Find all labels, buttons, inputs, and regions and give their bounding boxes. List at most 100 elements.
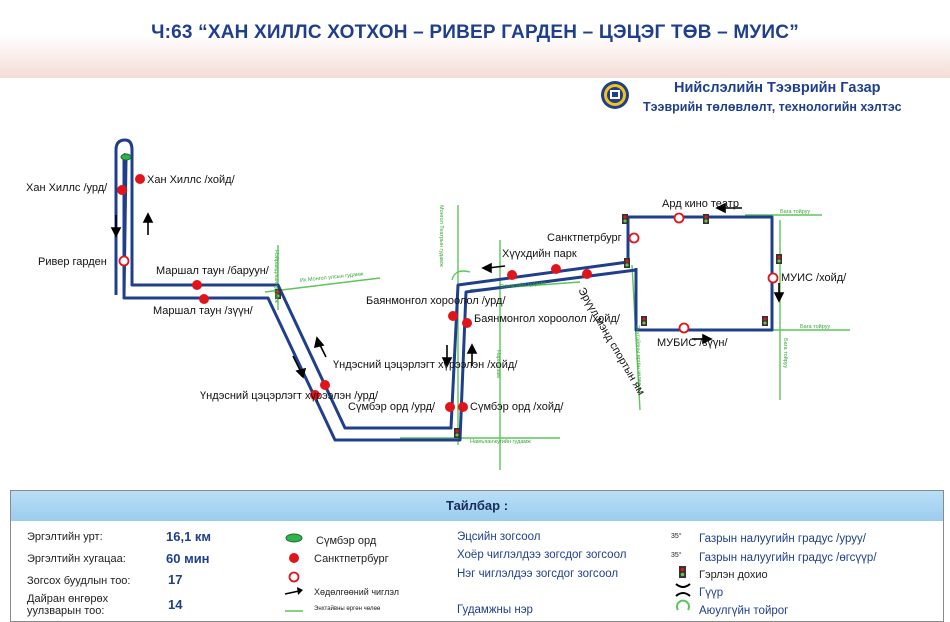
traffic-light-icon <box>762 316 768 326</box>
stat-value: 17 <box>168 572 183 587</box>
street-label: Энхтайвны өргөн чөлөө <box>634 325 643 386</box>
traffic-light-icon <box>703 214 709 224</box>
org-department: Тээврийн төлөвлөлт, технологийн хэлтэс <box>643 100 902 114</box>
street-labels: Нэйрамдлын гудамж Их Монгол улсын гудамж… <box>273 205 830 445</box>
stop-label: Сүмбэр орд /урд/ <box>348 401 436 413</box>
legend-bridge: Гүүр <box>699 587 724 599</box>
route-line-outer <box>114 138 774 430</box>
street-line <box>631 264 641 411</box>
traffic-lights <box>275 214 782 438</box>
stop-khan-hills-north <box>135 174 145 184</box>
stop-label: Маршал таун /зүүн/ <box>153 305 254 317</box>
arrow-down-icon <box>292 355 307 379</box>
traffic-light-icon <box>624 258 630 268</box>
page-title: Ч:63 “ХАН ХИЛЛС ХОТХОН – РИВЕР ГАРДЕН – … <box>151 22 799 43</box>
bridge-icon <box>675 583 691 597</box>
terminal-icon <box>285 533 303 543</box>
stop-bayanmongol-south <box>448 311 458 321</box>
stop-health-sports <box>582 269 592 279</box>
stop-national-park-north <box>320 380 330 390</box>
stop-bayanmongol-north <box>462 318 472 328</box>
stop-label: Хан Хиллс /урд/ <box>26 182 108 194</box>
stop-label: МУБИС /зүүн/ <box>657 337 728 349</box>
stop-label: Үндэсний цэцэрлэгт хүрээлэн /хойд/ <box>333 359 518 371</box>
legend-slope-down: Газрын налуугийн градус /өгсүүр/ <box>699 552 877 564</box>
stop-national-park-south <box>310 390 320 400</box>
stop-hollow-icon <box>288 571 300 583</box>
stop-ard-cinema <box>673 212 685 224</box>
terminal-icon <box>120 153 132 161</box>
traffic-light-icon <box>454 428 460 438</box>
stop-label: Баянмонгол хороолол /хойд/ <box>474 313 621 325</box>
org-name: Нийслэлийн Тээврийн Газар <box>674 80 881 96</box>
stop-filled-icon <box>289 553 299 563</box>
slope-down-icon: 35° <box>671 552 682 559</box>
street-label: Бага тойруу <box>800 323 830 330</box>
roundabout-icon <box>676 599 690 611</box>
stat-label: Эргэлтийн хугацаа: <box>27 553 126 565</box>
stop-labels: Хан Хиллс /урд/ Хан Хиллс /хойд/ Ривер г… <box>26 174 847 413</box>
arrow-up-icon <box>466 343 478 366</box>
header-band <box>0 0 950 78</box>
direction-arrow-icon <box>284 587 303 595</box>
stop-label: Маршал таун /баруун/ <box>156 265 270 277</box>
legend-roundabout: Аюулгүйн тойрог <box>699 605 789 617</box>
stop-mubis-east <box>678 322 690 334</box>
street-label: Монгол Театрын гудамж <box>438 205 444 267</box>
stat-value: 14 <box>168 597 183 612</box>
stat-label: Дайран өнгөрөх уулзварын тоо: <box>27 593 109 617</box>
stat-label: Эргэлтийн урт: <box>27 531 103 543</box>
stop-label: Санктпетрбург <box>547 232 622 244</box>
stop-label: Сүмбэр орд /хойд/ <box>470 401 564 413</box>
traffic-light-icon <box>275 289 281 299</box>
street-line <box>451 270 471 281</box>
stat-value: 16,1 км <box>166 529 212 544</box>
traffic-light-icon <box>679 566 686 578</box>
route-map: Хан Хиллс /урд/ Хан Хиллс /хойд/ Ривер г… <box>26 138 850 470</box>
stat-label: Зогсох буудлын тоо: <box>27 575 131 587</box>
street-label: Бага тойруу <box>782 338 789 368</box>
stop-label: Үндэсний цэцэрлэгт хүрээлэн /урд/ <box>200 390 379 402</box>
street-label: Нэйрамдлын гудамж <box>273 250 280 303</box>
legend-two-way-stop: Хоёр чиглэлдээ зогсдог зогсоол <box>457 549 627 561</box>
stop-label: МУИС /хойд/ <box>781 272 847 284</box>
legend-panel: Тайлбар : Эргэлтийн урт: 16,1 км Эргэлти… <box>10 490 944 622</box>
legend-direction: Хөдөлгөөний чиглэл <box>314 587 400 597</box>
stop-marshal-town-east <box>199 294 209 304</box>
stop-label: Хан Хиллс /хойд/ <box>147 174 236 186</box>
traffic-light-icon <box>776 254 782 264</box>
arrow-down-icon <box>441 345 453 368</box>
stop-marshal-town-west <box>192 280 202 290</box>
direction-arrows <box>110 202 785 379</box>
street-label: Олимпийн гудамж <box>500 280 547 290</box>
street-label: Их Монгол улсын гудамж <box>300 271 365 284</box>
legend-slope-up: Газрын налуугийн градус /уруу/ <box>699 533 866 545</box>
bus-stops <box>117 174 779 412</box>
stop-label: Хүүхдийн парк <box>502 248 577 260</box>
traffic-light-icon <box>622 214 628 224</box>
slope-up-icon: 35° <box>671 533 682 540</box>
stop-muis-north <box>767 272 779 284</box>
stop-label: Ард кино театр <box>662 198 739 210</box>
legend-one-way-stop: Нэг чиглэлдээ зогсдог зогсоол <box>457 568 619 580</box>
arrow-right-icon <box>692 333 713 345</box>
stop-label: Баянмонгол хороолол /урд/ <box>366 295 506 307</box>
arrow-left-icon <box>481 262 506 274</box>
legend-other-stop: Санктпетрбург <box>314 553 389 565</box>
stop-label: Ривер гарден <box>38 256 107 268</box>
legend-terminal-stop: Сүмбэр орд <box>316 535 377 547</box>
arrow-left-icon <box>715 202 742 214</box>
stop-sumber-ord-north <box>458 402 468 412</box>
stop-river-garden <box>118 255 130 267</box>
arrow-down-icon <box>110 215 122 238</box>
street-label: Бага тойруу <box>780 208 810 215</box>
ntg-logo-icon <box>601 81 629 109</box>
arrow-up-icon <box>142 212 154 235</box>
legend-title: Тайлбар : <box>11 491 943 521</box>
stop-sanktpetrburg <box>628 232 640 244</box>
street-label: Намъяанжугийн гудамж <box>470 438 531 445</box>
legend-symbols-b <box>675 566 691 611</box>
legend-street-name: Гудамжны нэр <box>457 604 533 616</box>
stop-childrens-park-b <box>551 264 561 274</box>
stop-childrens-park-a <box>507 270 517 280</box>
